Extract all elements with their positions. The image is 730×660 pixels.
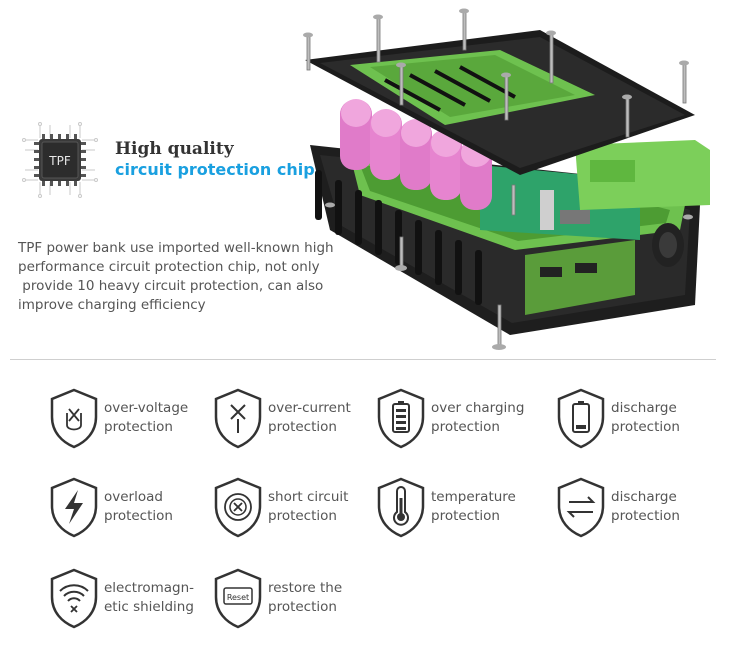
over-charging-icon (377, 388, 425, 449)
title-line1: High quality (115, 139, 234, 159)
short-circuit-icon (214, 477, 262, 538)
feature-label: short circuit (268, 489, 349, 505)
feature-temperature: temperature protection (375, 476, 545, 556)
feature-label: over-voltage (104, 400, 189, 416)
feature-short-circuit: short circuit protection (212, 476, 382, 556)
reset-badge-text: Reset (227, 593, 249, 602)
discharge-arrows-icon (557, 477, 605, 538)
feature-label: protection (611, 508, 680, 524)
feature-label: protection (611, 419, 680, 435)
feature-label: over-current (268, 400, 351, 416)
section-divider (10, 359, 716, 360)
overload-lightning-icon (50, 477, 98, 538)
feature-label: protection (268, 508, 337, 524)
chip-label: TPF (48, 154, 71, 168)
feature-label: protection (431, 508, 500, 524)
description: TPF power bank use imported well-known h… (18, 239, 348, 315)
reset-icon: Reset (214, 568, 262, 629)
feature-label: temperature (431, 489, 516, 505)
feature-discharge-2: discharge protection (555, 476, 725, 556)
feature-label: electromagn- (104, 580, 195, 596)
feature-label: protection (268, 599, 337, 615)
feature-over-current: over-current protection (212, 387, 382, 467)
feature-over-charging: over charging protection (375, 387, 545, 467)
over-current-icon (214, 388, 262, 449)
feature-overload: overload protection (48, 476, 218, 556)
thermometer-icon (377, 477, 425, 538)
feature-label: overload (104, 489, 163, 505)
feature-label: protection (268, 419, 337, 435)
chip-icon: TPF (22, 122, 98, 198)
title-line2: circuit protection chip (115, 160, 315, 179)
feature-over-voltage: over-voltage protection (48, 387, 218, 467)
power-bank-exploded-illustration (303, 8, 710, 350)
feature-label: etic shielding (104, 599, 194, 615)
feature-label: protection (104, 508, 173, 524)
feature-label: protection (104, 419, 173, 435)
discharge-battery-icon (557, 388, 605, 449)
feature-discharge: discharge protection (555, 387, 725, 467)
feature-restore: Reset restore the protection (212, 567, 382, 647)
description-line: improve charging efficiency (18, 297, 206, 313)
description-line: performance circuit protection chip, not… (18, 259, 320, 275)
feature-label: protection (431, 419, 500, 435)
feature-label: discharge (611, 489, 677, 505)
feature-label: discharge (611, 400, 677, 416)
description-line: TPF power bank use imported well-known h… (18, 240, 334, 256)
feature-label: over charging (431, 400, 525, 416)
over-voltage-icon (50, 388, 98, 449)
wifi-shield-icon (50, 568, 98, 629)
feature-label: restore the (268, 580, 343, 596)
description-line: provide 10 heavy circuit protection, can… (18, 278, 324, 294)
feature-electromagnetic: electromagn- etic shielding (48, 567, 218, 647)
hero-section: TPF High quality circuit protection chip… (18, 8, 710, 350)
